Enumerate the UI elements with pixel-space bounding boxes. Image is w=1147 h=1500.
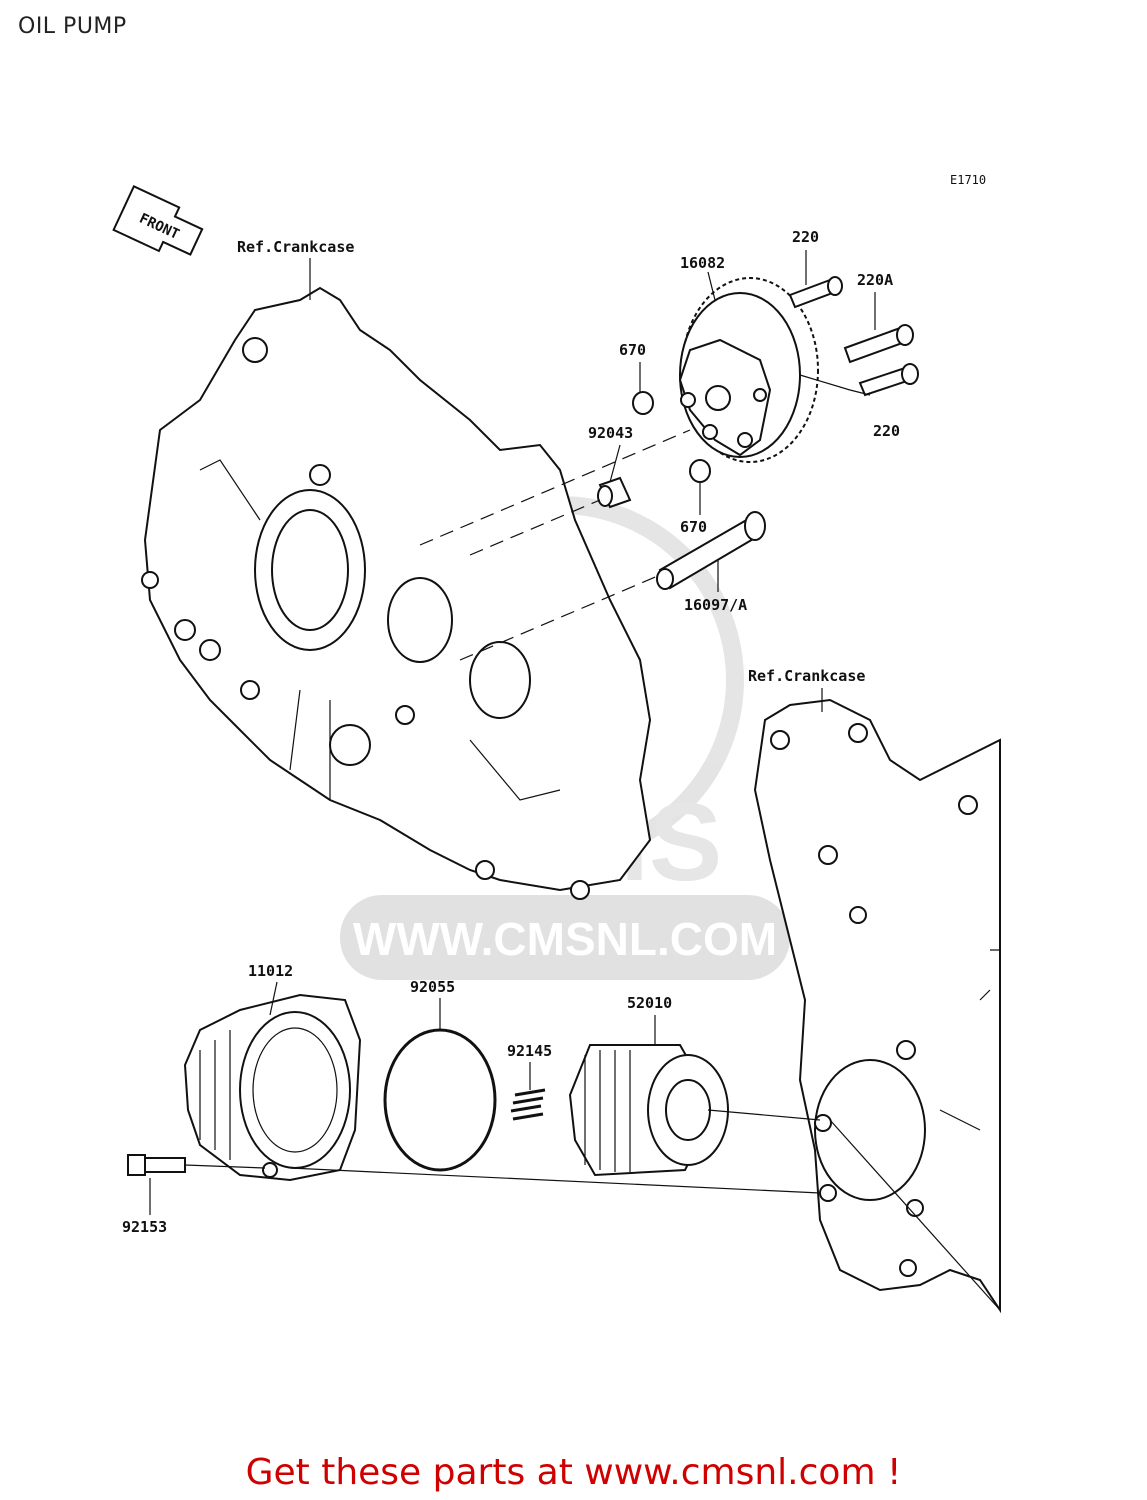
part-label-220-bottom[interactable]: 220 bbox=[873, 422, 900, 440]
bolt-220-bottom bbox=[858, 363, 919, 397]
oil-pump-gear bbox=[678, 277, 819, 463]
leader-lines bbox=[149, 250, 1001, 1311]
o-ring-670-top bbox=[632, 391, 654, 415]
bolt-220-top bbox=[788, 276, 843, 309]
oil-filter-52010 bbox=[568, 1044, 729, 1177]
watermark-url: WWW.CMSNL.COM bbox=[353, 913, 777, 965]
ref-crankcase-lower-label: Ref.Crankcase bbox=[748, 667, 865, 685]
part-label-92153[interactable]: 92153 bbox=[122, 1218, 167, 1236]
part-label-220a[interactable]: 220A bbox=[857, 271, 893, 289]
part-label-52010[interactable]: 52010 bbox=[627, 994, 672, 1012]
part-label-670-top[interactable]: 670 bbox=[619, 341, 646, 359]
parts-diagram: WWW.CMSNL.COM CMS E1710 FRONT bbox=[112, 173, 1001, 1314]
bolt-220a bbox=[843, 324, 914, 364]
o-ring-670-bottom bbox=[689, 459, 711, 483]
diagram-code: E1710 bbox=[950, 173, 986, 187]
lower-crankcase bbox=[753, 698, 1001, 1314]
upper-crankcase bbox=[141, 286, 652, 900]
bolt-92153 bbox=[127, 1154, 186, 1176]
shaft-16097 bbox=[656, 511, 766, 590]
part-label-16082[interactable]: 16082 bbox=[680, 254, 725, 272]
o-ring-92055 bbox=[383, 1028, 497, 1172]
spring-92145 bbox=[510, 1088, 546, 1121]
part-label-11012[interactable]: 11012 bbox=[248, 962, 293, 980]
part-label-92145[interactable]: 92145 bbox=[507, 1042, 552, 1060]
oil-filter-cover-11012 bbox=[183, 993, 362, 1182]
footer-link[interactable]: Get these parts at www.cmsnl.com ! bbox=[245, 1452, 902, 1493]
part-label-670-bottom[interactable]: 670 bbox=[680, 518, 707, 536]
part-label-16097[interactable]: 16097/A bbox=[684, 596, 747, 614]
collar-92043 bbox=[597, 476, 632, 509]
front-arrow-icon: FRONT bbox=[112, 185, 204, 256]
part-label-92043[interactable]: 92043 bbox=[588, 424, 633, 442]
part-label-220-top[interactable]: 220 bbox=[792, 228, 819, 246]
part-label-92055[interactable]: 92055 bbox=[410, 978, 455, 996]
page-title: OIL PUMP bbox=[18, 14, 127, 39]
ref-crankcase-upper-label: Ref.Crankcase bbox=[237, 238, 354, 256]
